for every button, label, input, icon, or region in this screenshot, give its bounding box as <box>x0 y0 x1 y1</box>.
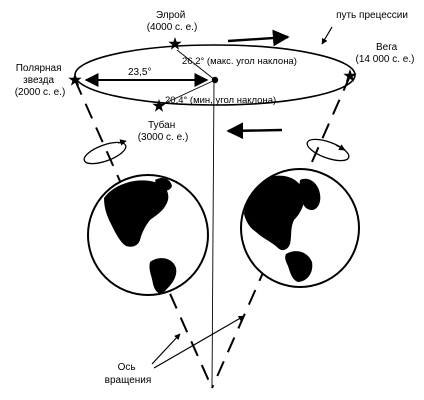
angle-max-line <box>176 49 216 81</box>
star-icon <box>343 69 357 82</box>
axis-label: Ось вращения <box>105 362 152 386</box>
precession-path-label: путь прецессии <box>336 10 408 21</box>
precession-arrow-top <box>227 29 290 47</box>
rotation-arrow-left <box>83 139 127 165</box>
angle-min-line <box>158 79 216 107</box>
axis-pointer-left <box>151 333 181 365</box>
thuban-label: Тубан (3000 с. е.) <box>138 119 189 143</box>
earth-globe-icon <box>87 174 209 296</box>
center-axis-line <box>211 79 215 389</box>
precession-arrow-bottom <box>226 122 283 140</box>
precession-path-pointer <box>321 26 333 45</box>
star-icon <box>152 99 166 112</box>
axis-pointer-right <box>153 315 245 369</box>
angle-min-label: 20,4° (мин, угол наклона) <box>165 95 276 106</box>
star-icon <box>168 37 182 50</box>
star-icon <box>68 73 82 86</box>
polaris-label: Полярная звезда (2000 с. е.) <box>15 63 66 98</box>
rotation-arrow-right <box>306 138 350 162</box>
vega-label: Вега (14 000 с. е.) <box>356 42 415 65</box>
earth-globe-icon <box>240 168 360 288</box>
angle-max-label: 26,2° (макс. угол наклона) <box>182 56 297 67</box>
elroy-label: Элрой (4000 с. е.) <box>147 10 198 33</box>
angle-23-label: 23,5° <box>128 67 151 78</box>
